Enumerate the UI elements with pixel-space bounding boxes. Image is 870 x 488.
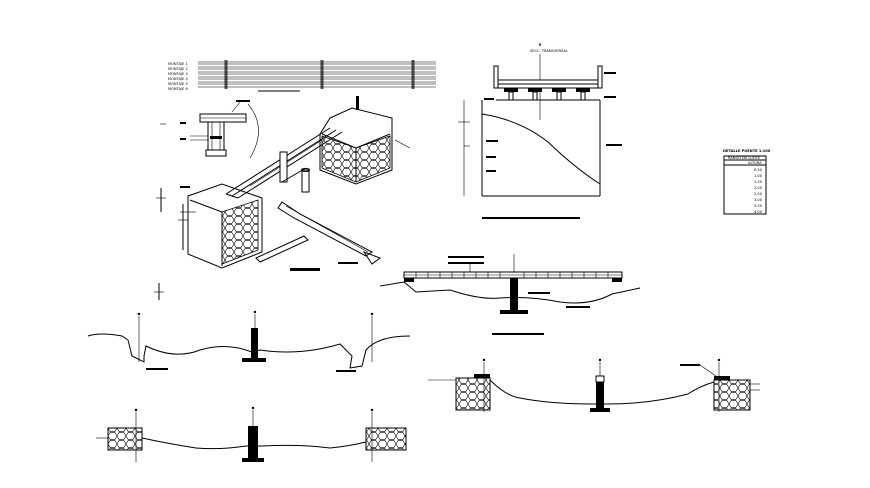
longitudinal-elevation xyxy=(379,254,641,335)
legend-row-6: MONTAJE 6 xyxy=(168,87,188,91)
isometric-bridge xyxy=(156,96,411,271)
legend-row-1: MONTAJE 1 xyxy=(168,62,188,66)
transverse-section: E SECC. TRANSVERSAL xyxy=(458,43,622,219)
table-value-2: 1.00 xyxy=(754,174,763,178)
montage-legend: MONTAJE 1 MONTAJE 2 MONTAJE 3 MONTAJE 4 … xyxy=(168,60,436,92)
table-value-8: 4.00 xyxy=(754,210,763,214)
table-value-3: 1.50 xyxy=(754,180,763,184)
cross-section-a: - xyxy=(87,283,411,372)
table-subheader: ALTURA xyxy=(748,161,762,165)
dimension-table: DETALLE PUENTE 1:100 RANGO DE LUCES ALTU… xyxy=(723,149,771,215)
deck-tick-marks xyxy=(415,272,609,278)
section-marker: E xyxy=(539,43,542,47)
cross-section-c xyxy=(428,358,760,412)
table-value-6: 3.00 xyxy=(754,198,763,202)
table-value-7: 3.50 xyxy=(754,204,763,208)
table-value-1: 0.50 xyxy=(754,168,763,172)
legend-row-3: MONTAJE 3 xyxy=(168,72,188,76)
legend-row-2: MONTAJE 2 xyxy=(168,67,188,71)
table-value-5: 2.50 xyxy=(754,192,763,196)
section-top-label: SECC. TRANSVERSAL xyxy=(530,49,568,53)
svg-text:-: - xyxy=(136,312,138,316)
legend-row-4: MONTAJE 4 xyxy=(168,77,188,81)
legend-lines xyxy=(198,60,436,92)
legend-row-5: MONTAJE 5 xyxy=(168,82,188,86)
table-title: DETALLE PUENTE 1:100 xyxy=(723,149,771,153)
node-detail xyxy=(160,100,259,159)
cross-section-b xyxy=(96,406,407,462)
table-value-4: 2.00 xyxy=(754,186,763,190)
table-header: RANGO DE LUCES xyxy=(728,156,761,160)
